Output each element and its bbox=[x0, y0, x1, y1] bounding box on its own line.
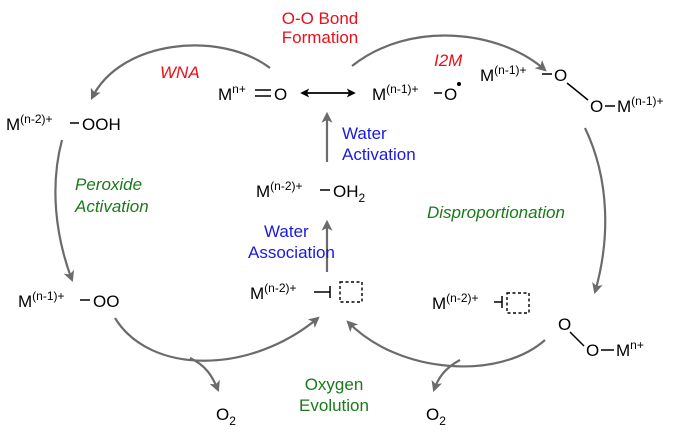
wna-arrow bbox=[90, 44, 271, 100]
svg-text:Mn+: Mn+ bbox=[616, 338, 644, 360]
svg-text:OOH: OOH bbox=[82, 115, 121, 134]
svg-text:O: O bbox=[554, 66, 567, 85]
oxygen-product-left: O2 bbox=[216, 405, 236, 428]
vacant-site-box bbox=[339, 281, 363, 303]
svg-text:M(n-2)+: M(n-2)+ bbox=[250, 281, 297, 303]
wna-label: WNA bbox=[160, 63, 200, 82]
vacant-site-box bbox=[506, 292, 530, 314]
water-association-label-line1: Water bbox=[264, 222, 309, 241]
bottom-right-o2-arrow bbox=[431, 359, 461, 393]
vacant-site-right: M(n-2)+ bbox=[432, 291, 530, 314]
hydroperoxo-species: M(n-2)+ OOH bbox=[6, 112, 121, 134]
i2m-label: I2M bbox=[434, 51, 463, 70]
svg-text:M(n-2)+: M(n-2)+ bbox=[256, 179, 303, 201]
vacant-site-center: M(n-2)+ bbox=[250, 281, 363, 303]
svg-text:M(n-2)+: M(n-2)+ bbox=[6, 112, 53, 134]
svg-text:O: O bbox=[444, 85, 457, 104]
peroxide-activation-arrow bbox=[54, 139, 75, 283]
bottom-left-to-center-arrow bbox=[114, 316, 320, 362]
svg-text:O: O bbox=[590, 97, 603, 116]
svg-text:M(n-2)+: M(n-2)+ bbox=[432, 291, 479, 313]
oo-bond-formation-label-line1: O-O Bond bbox=[282, 9, 359, 28]
svg-text:O: O bbox=[274, 85, 287, 104]
svg-text:O: O bbox=[558, 315, 571, 334]
oxygen-product-right: O2 bbox=[426, 405, 446, 428]
bridged-peroxo-dimer: M(n-1)+ O O M(n-1)+ bbox=[480, 63, 664, 116]
svg-text:OO: OO bbox=[93, 292, 119, 311]
svg-text:M(n-1)+: M(n-1)+ bbox=[18, 289, 65, 311]
svg-text:M(n-1)+: M(n-1)+ bbox=[617, 94, 664, 116]
i2m-arrow bbox=[351, 34, 547, 72]
superoxo-species: M(n-1)+ OO bbox=[18, 289, 119, 311]
bottom-left-o2-arrow bbox=[189, 357, 220, 393]
water-activation-label-line1: Water bbox=[342, 124, 387, 143]
peroxide-activation-label-line2: Activation bbox=[74, 197, 149, 216]
peroxide-activation-label-line1: Peroxide bbox=[75, 175, 142, 194]
peroxo-metal-species: O O Mn+ bbox=[558, 315, 644, 360]
metal-oxo-species: Mn+ O bbox=[218, 82, 287, 104]
disproportionation-arrow bbox=[584, 127, 607, 295]
svg-text:Mn+: Mn+ bbox=[218, 82, 246, 104]
aqua-species: M(n-2)+ OH2 bbox=[256, 179, 366, 205]
disproportionation-label: Disproportionation bbox=[427, 203, 565, 222]
svg-text:O: O bbox=[586, 341, 599, 360]
water-activation-label-line2: Activation bbox=[342, 145, 416, 164]
water-association-label-line2: Association bbox=[248, 243, 335, 262]
bottom-right-to-center-arrow bbox=[346, 320, 546, 368]
svg-text:M(n-1)+: M(n-1)+ bbox=[480, 63, 527, 85]
svg-text:M(n-1)+: M(n-1)+ bbox=[372, 82, 419, 104]
oo-bond-formation-label-line2: Formation bbox=[282, 28, 359, 47]
metal-oxyl-species: M(n-1)+ O bbox=[372, 82, 461, 104]
svg-text:OH2: OH2 bbox=[333, 182, 366, 205]
oxygen-evolution-label-line2: Evolution bbox=[299, 396, 369, 415]
oxygen-evolution-label-line1: Oxygen bbox=[305, 375, 364, 394]
radical-dot bbox=[457, 82, 461, 86]
